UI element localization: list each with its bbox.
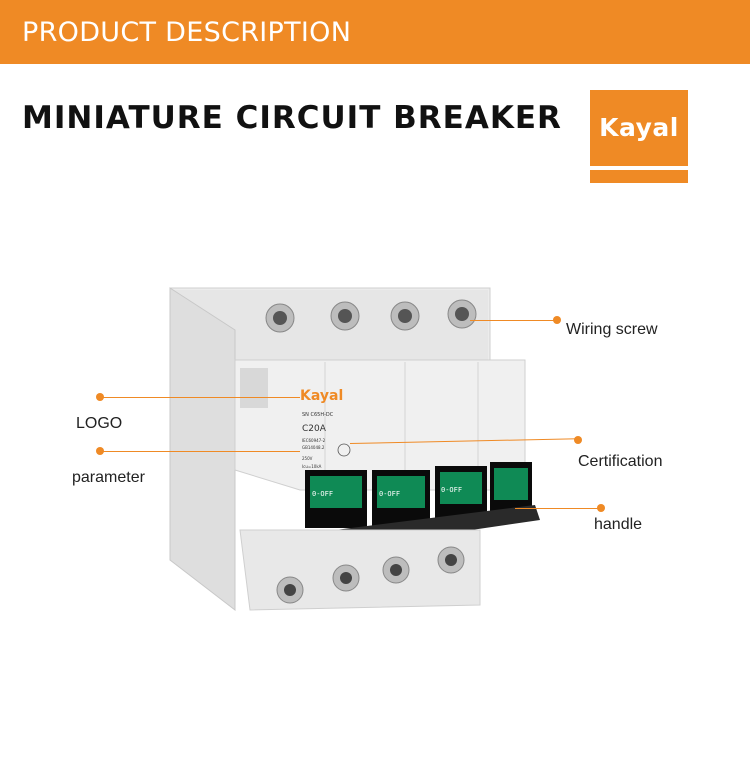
logo-line — [100, 397, 300, 399]
device-standard-2: GB14048.2 — [302, 445, 325, 450]
device-voltage: 250V — [302, 456, 313, 461]
handle-label-1: 0-OFF — [312, 490, 333, 498]
logo-label: LOGO — [76, 415, 123, 432]
parameter-line — [100, 451, 300, 453]
device-breaking: Icu=10kA — [302, 464, 322, 469]
wiring-screw-label: Wiring screw — [566, 321, 658, 338]
bottom-screws — [276, 546, 465, 604]
device-standard-1: IEC60947-2 — [302, 438, 326, 443]
device-brand: Kayal — [300, 388, 343, 404]
banner-title: PRODUCT DESCRIPTION — [22, 17, 352, 48]
certification-label: Certification — [578, 453, 663, 470]
parameter-label: parameter — [72, 469, 145, 486]
top-screws — [265, 299, 477, 333]
wiring-screw-line — [470, 320, 558, 322]
handle-label-3: 0-OFF — [441, 486, 462, 494]
handle-line — [515, 508, 601, 510]
brand-logo-strip — [590, 170, 688, 183]
handle-label: handle — [594, 516, 643, 533]
brand-logo-text: Kayal — [599, 113, 679, 142]
device-rating: C20A — [302, 424, 327, 434]
brand-logo-box — [590, 90, 688, 166]
handle-label-2: 0-OFF — [379, 490, 400, 498]
page-title: MINIATURE CIRCUIT BREAKER — [22, 100, 562, 136]
header-banner: PRODUCT DESCRIPTION — [0, 0, 750, 64]
certification-mark — [337, 443, 351, 457]
certification-dot — [574, 436, 582, 444]
device-model: SN C65H-DC — [302, 412, 334, 418]
handle-dot — [597, 504, 605, 512]
wiring-screw-dot — [553, 316, 561, 324]
